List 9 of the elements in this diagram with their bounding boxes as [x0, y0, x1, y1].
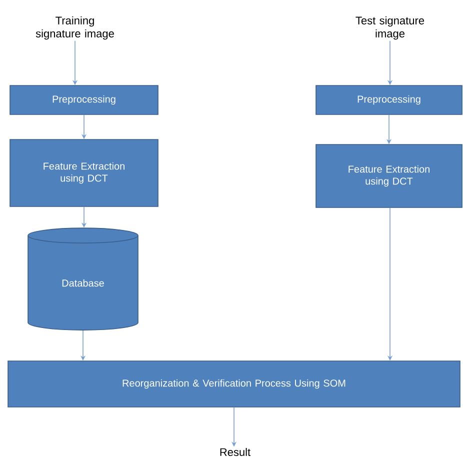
process-box: Feature Extraction using DCT: [316, 144, 462, 208]
process-box: Preprocessing: [10, 85, 158, 115]
text-label: Test signature image: [356, 16, 424, 40]
text-label: Result: [220, 448, 250, 456]
process-box: Feature Extraction using DCT: [10, 139, 158, 207]
database-cylinder: Database: [28, 228, 138, 330]
process-box: Reorganization & Verification Process Using SOM: [8, 360, 460, 408]
text-label: Training signature image: [36, 16, 114, 40]
process-box: Preprocessing: [316, 85, 462, 115]
